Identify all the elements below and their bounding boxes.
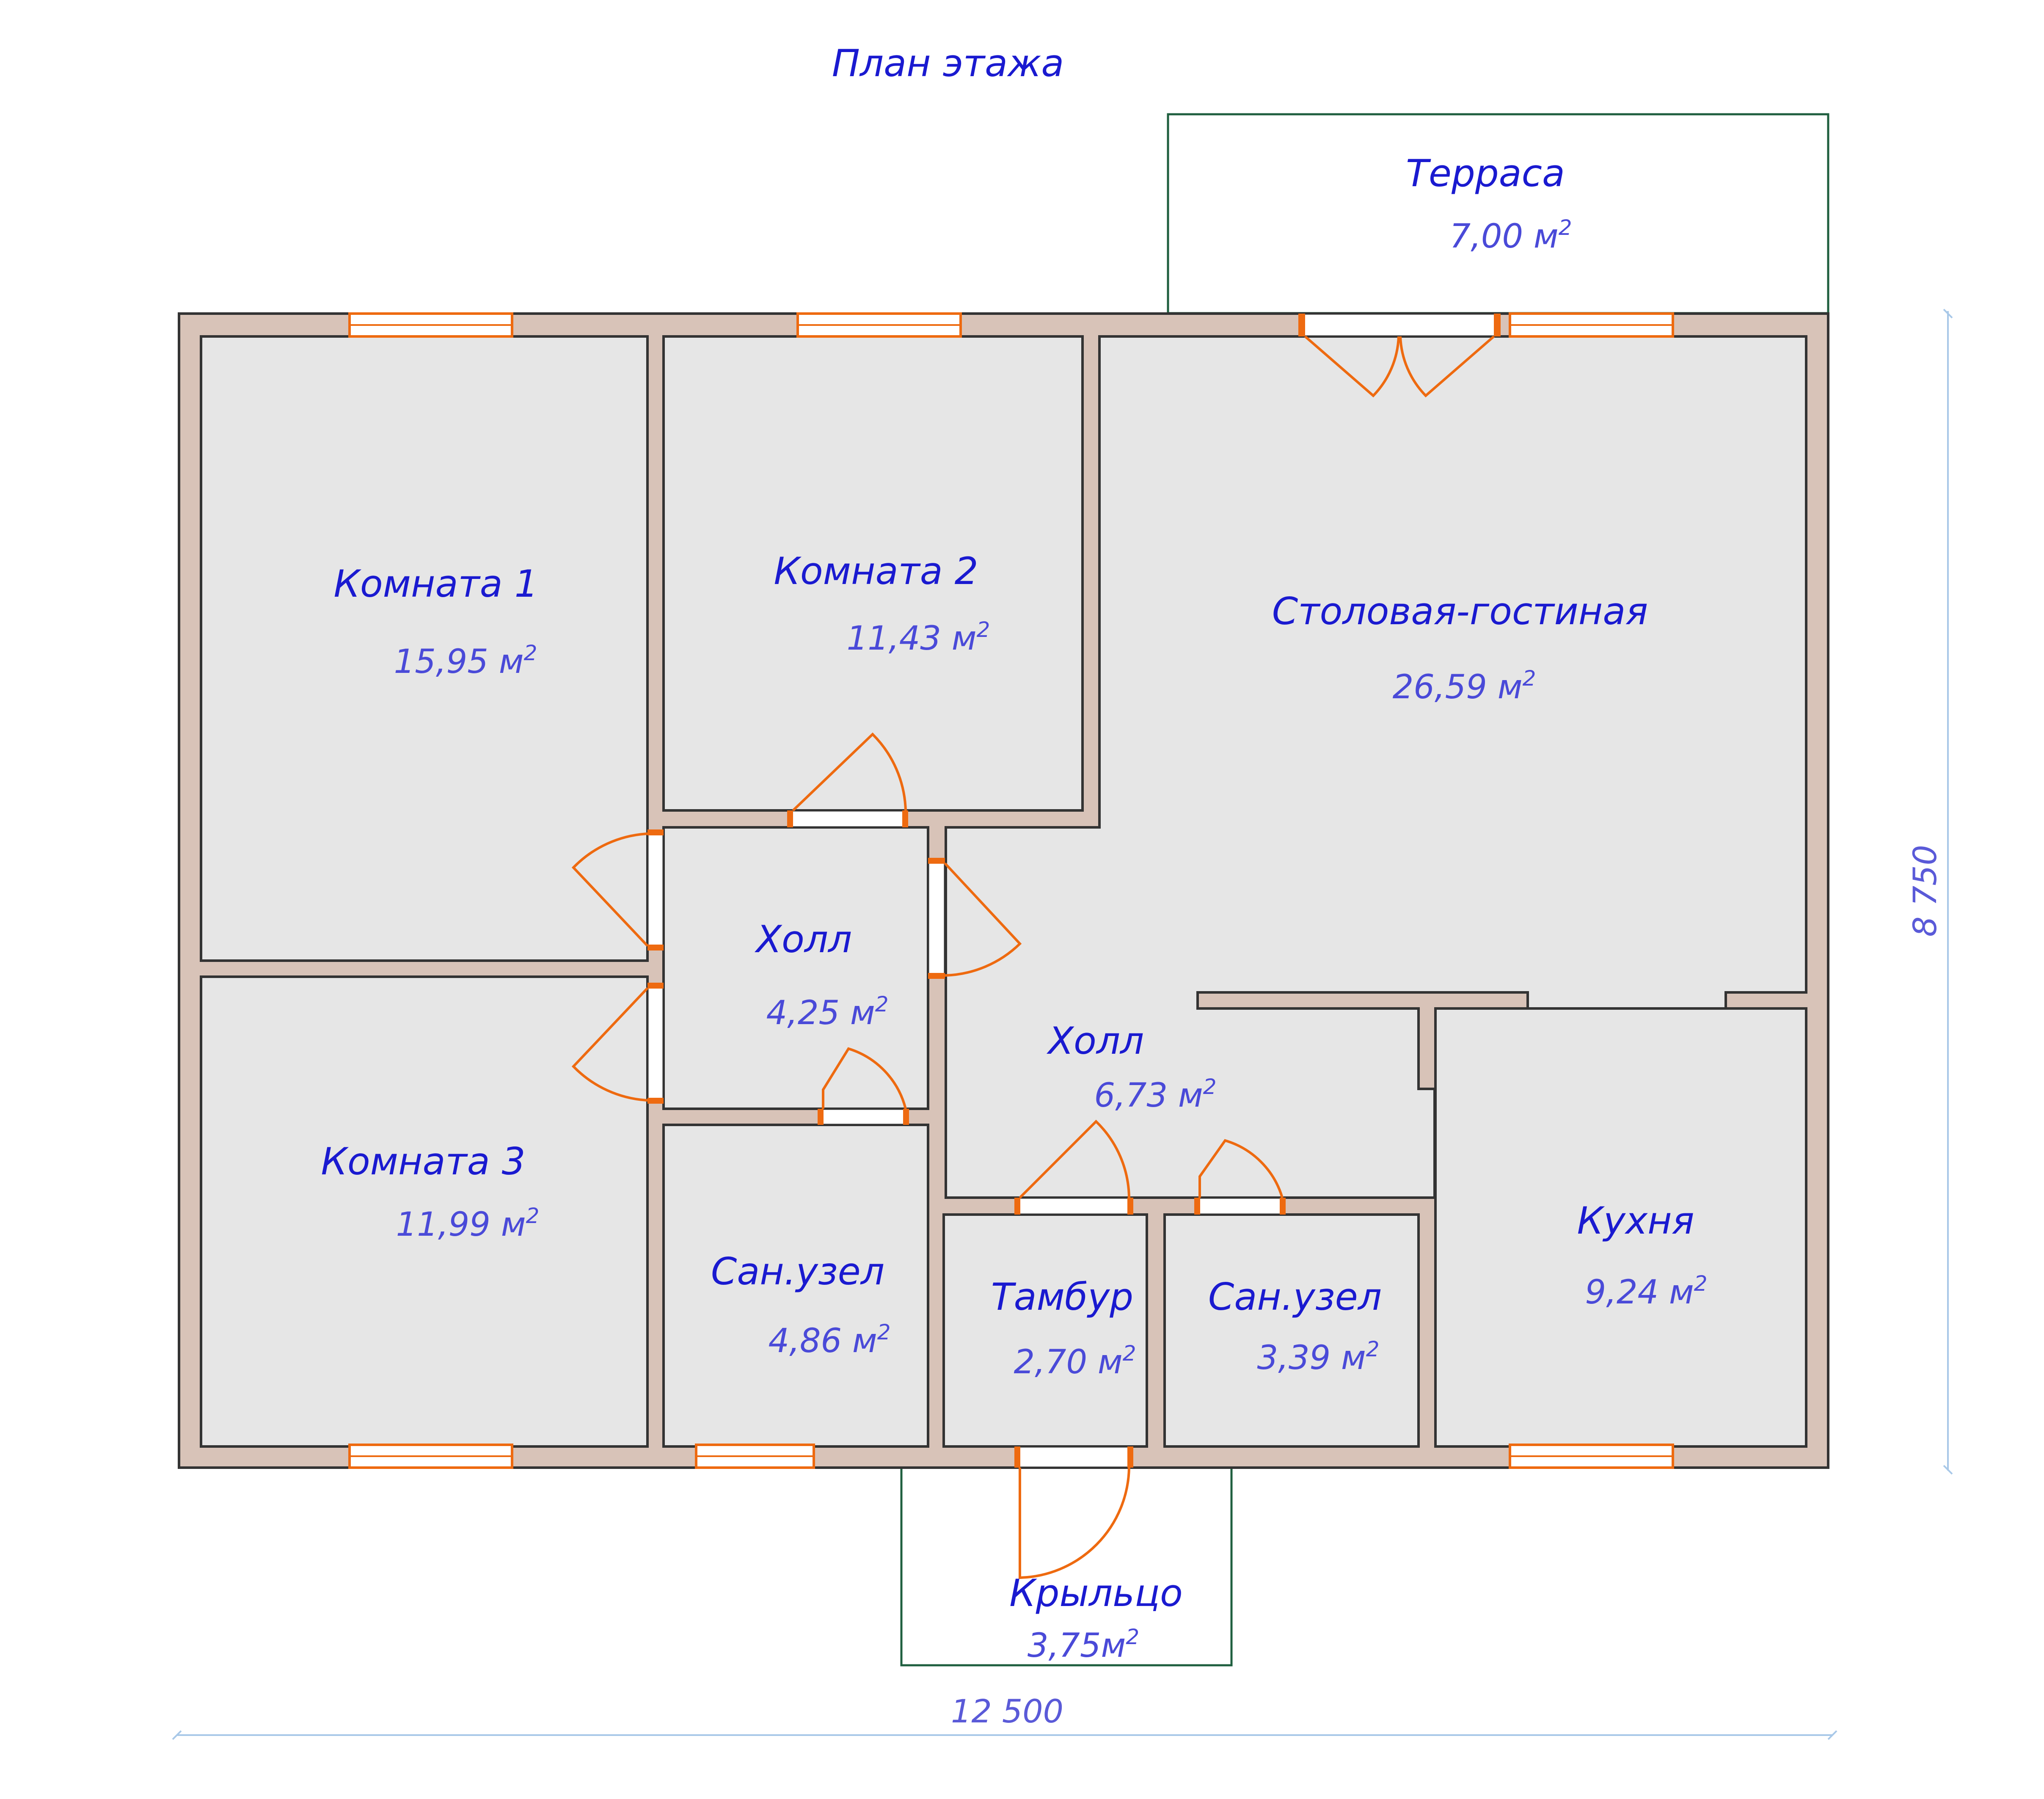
door-vestibule: [1014, 1119, 1133, 1216]
room-area: 2,70 м2: [1014, 1341, 1136, 1381]
width-dimension: 12 500: [951, 1692, 1063, 1730]
room-label-vestibule: Тамбур 2,70 м2: [991, 1275, 1136, 1381]
room-name: Крыльцо: [1009, 1571, 1183, 1615]
room-area: 11,43 м2: [847, 617, 990, 658]
window-living-top: [1509, 312, 1674, 338]
bathroom-2-floor: [1163, 1213, 1420, 1448]
room-label-hall-small: Холл 4,25 м2: [755, 917, 889, 1032]
room-label-porch: Крыльцо 3,75м2: [1009, 1571, 1183, 1665]
room-name: Столовая-гостиная: [1272, 590, 1648, 633]
terrace-outline: [1167, 113, 1829, 314]
door-bathroom-1: [818, 1047, 909, 1126]
room-area: 15,95 м2: [394, 641, 537, 681]
door-entrance: [1014, 1445, 1133, 1579]
door-room-1: [571, 829, 665, 950]
room-label-room-2: Комната 2 11,43 м2: [774, 549, 990, 658]
room-name: Кухня: [1577, 1199, 1694, 1242]
room-name: Сан.узел: [1208, 1275, 1382, 1319]
door-room-2: [787, 732, 908, 829]
terrace-double-door: [1298, 312, 1501, 398]
room-1-floor: [200, 335, 649, 962]
door-hall-to-hall: [927, 858, 1022, 979]
window-room-3-bottom: [348, 1444, 513, 1469]
window-room-2-top: [796, 312, 962, 338]
room-area: 4,25 м2: [766, 992, 888, 1032]
door-room-3: [571, 983, 665, 1104]
window-room-1-top: [348, 312, 513, 338]
exterior-outline: [178, 312, 1829, 1469]
height-dimension: 8 750: [1906, 845, 1944, 937]
room-area: 3,39 м2: [1257, 1337, 1379, 1377]
window-bathroom-bottom: [695, 1444, 815, 1469]
room-area: 7,00 м2: [1449, 215, 1572, 256]
partition-stub: [1419, 1008, 1435, 1089]
window-kitchen-bottom: [1509, 1444, 1674, 1469]
plan-title: План этажа: [832, 41, 1064, 85]
room-area: 9,24 м2: [1585, 1271, 1707, 1311]
partition-wall: [1198, 992, 1528, 1008]
room-label-living-dining: Столовая-гостиная 26,59 м2: [1272, 590, 1648, 706]
room-label-room-1: Комната 1 15,95 м2: [333, 562, 538, 681]
width-dimension-line: [172, 1730, 1837, 1740]
room-label-bathroom-2: Сан.узел 3,39 м2: [1208, 1275, 1382, 1377]
room-name: Комната 1: [333, 562, 538, 606]
room-name: Терраса: [1406, 152, 1565, 195]
room-area: 4,86 м2: [768, 1320, 890, 1360]
room-3-floor: [200, 975, 649, 1448]
kitchen-floor: [1434, 1007, 1807, 1448]
room-name: Холл: [755, 917, 852, 961]
room-name: Холл: [1047, 1019, 1144, 1063]
room-name: Комната 2: [774, 549, 978, 593]
bathroom-1-floor: [662, 1124, 929, 1448]
height-dimension-line: [1943, 309, 1953, 1475]
room-area: 3,75м2: [1028, 1625, 1139, 1665]
room-name: Сан.узел: [711, 1250, 884, 1293]
room-label-room-3: Комната 3 11,99 м2: [321, 1140, 539, 1244]
room-area: 11,99 м2: [396, 1204, 540, 1244]
room-name: Комната 3: [321, 1140, 525, 1183]
room-label-hall-large: Холл 6,73 м2: [1047, 1019, 1217, 1115]
room-label-bathroom-1: Сан.узел 4,86 м2: [711, 1250, 891, 1360]
partition-outline: [1196, 991, 1529, 1090]
room-label-terrace: Терраса 7,00 м2: [1406, 152, 1572, 256]
room-area: 26,59 м2: [1393, 666, 1536, 706]
room-label-kitchen: Кухня 9,24 м2: [1577, 1199, 1707, 1311]
room-name: Тамбур: [991, 1275, 1133, 1319]
hall-small-floor: [662, 826, 929, 1110]
room-area: 6,73 м2: [1094, 1074, 1216, 1115]
vestibule-floor: [942, 1213, 1148, 1448]
door-bathroom-2: [1194, 1139, 1286, 1216]
